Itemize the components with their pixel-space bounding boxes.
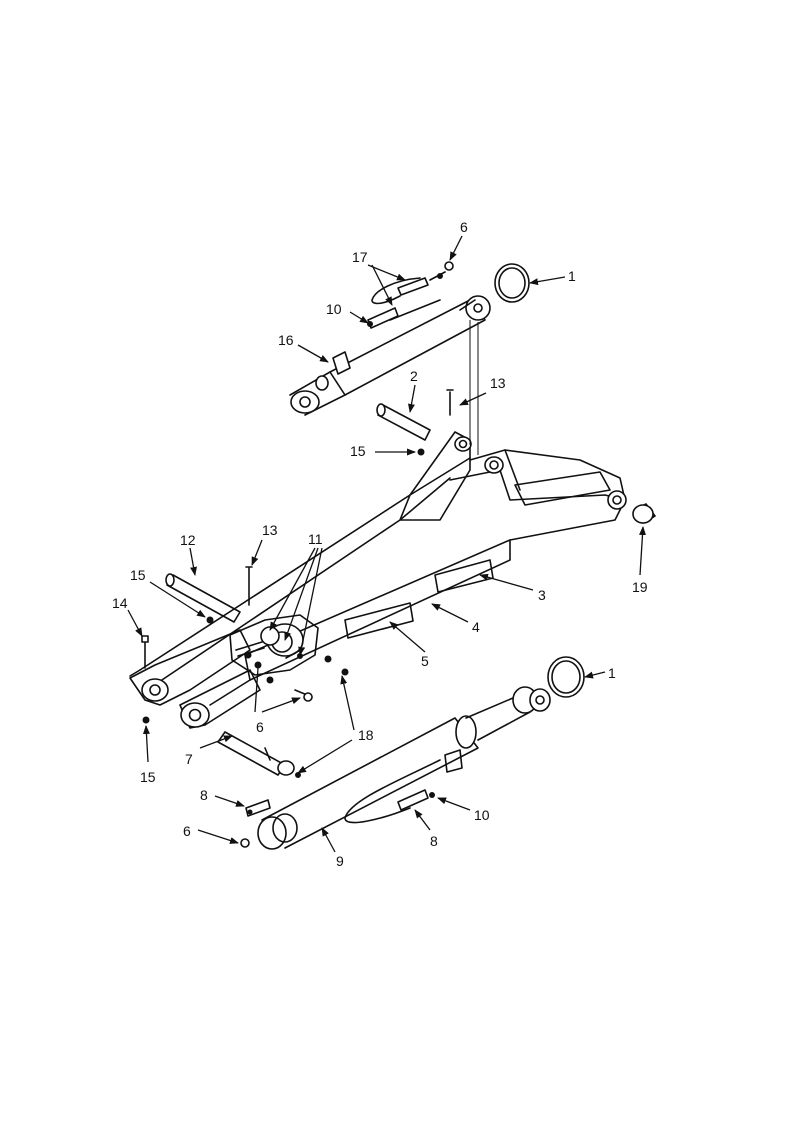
bolt-13-right bbox=[446, 389, 454, 416]
callout-labels: 1 6 17 10 16 2 13 15 11 13 12 15 14 3 19… bbox=[112, 219, 648, 869]
label-7: 7 bbox=[185, 751, 193, 767]
label-6-mid: 6 bbox=[256, 719, 264, 735]
label-16: 16 bbox=[278, 332, 294, 348]
label-2: 2 bbox=[410, 368, 418, 384]
label-13-left: 13 bbox=[262, 522, 278, 538]
label-4: 4 bbox=[472, 619, 480, 635]
label-14: 14 bbox=[112, 595, 128, 611]
bolt-14 bbox=[141, 635, 149, 669]
washer-15-left bbox=[206, 616, 214, 624]
label-18: 18 bbox=[358, 727, 374, 743]
label-11: 11 bbox=[308, 531, 323, 547]
bushing-19 bbox=[632, 503, 656, 524]
label-5: 5 bbox=[421, 653, 429, 669]
label-17: 17 bbox=[352, 249, 368, 265]
label-15-bottom: 15 bbox=[140, 769, 156, 785]
front-clevis bbox=[129, 629, 261, 729]
nut-18 bbox=[295, 772, 301, 778]
snap-ring-top bbox=[494, 263, 530, 303]
label-10-top: 10 bbox=[326, 301, 342, 317]
label-12: 12 bbox=[180, 532, 196, 548]
upper-cylinder bbox=[289, 261, 491, 416]
label-15-mid: 15 bbox=[350, 443, 366, 459]
boom-arm bbox=[139, 320, 627, 706]
callout-leaders bbox=[127, 235, 646, 853]
label-1-top: 1 bbox=[568, 268, 576, 284]
label-3: 3 bbox=[538, 587, 546, 603]
label-6-bottom: 6 bbox=[183, 823, 191, 839]
pin-12 bbox=[165, 573, 241, 623]
pin-7 bbox=[217, 731, 295, 776]
washer-15-bottom bbox=[142, 716, 150, 724]
label-8-bottom: 8 bbox=[430, 833, 438, 849]
washer-15-mid bbox=[417, 448, 425, 456]
bolt-13-left bbox=[245, 566, 253, 606]
decal-3 bbox=[434, 559, 494, 593]
snap-ring-bottom bbox=[547, 656, 585, 698]
pin-2 bbox=[376, 403, 431, 441]
label-1-bottom: 1 bbox=[608, 665, 616, 681]
label-10-bottom: 10 bbox=[474, 807, 490, 823]
label-19: 19 bbox=[632, 579, 648, 595]
label-8-left: 8 bbox=[200, 787, 208, 803]
lower-cylinder bbox=[240, 686, 551, 850]
decal-5 bbox=[344, 602, 414, 639]
label-13-right: 13 bbox=[490, 375, 506, 391]
label-6-top: 6 bbox=[460, 219, 468, 235]
label-9: 9 bbox=[336, 853, 344, 869]
label-15-left: 15 bbox=[130, 567, 146, 583]
